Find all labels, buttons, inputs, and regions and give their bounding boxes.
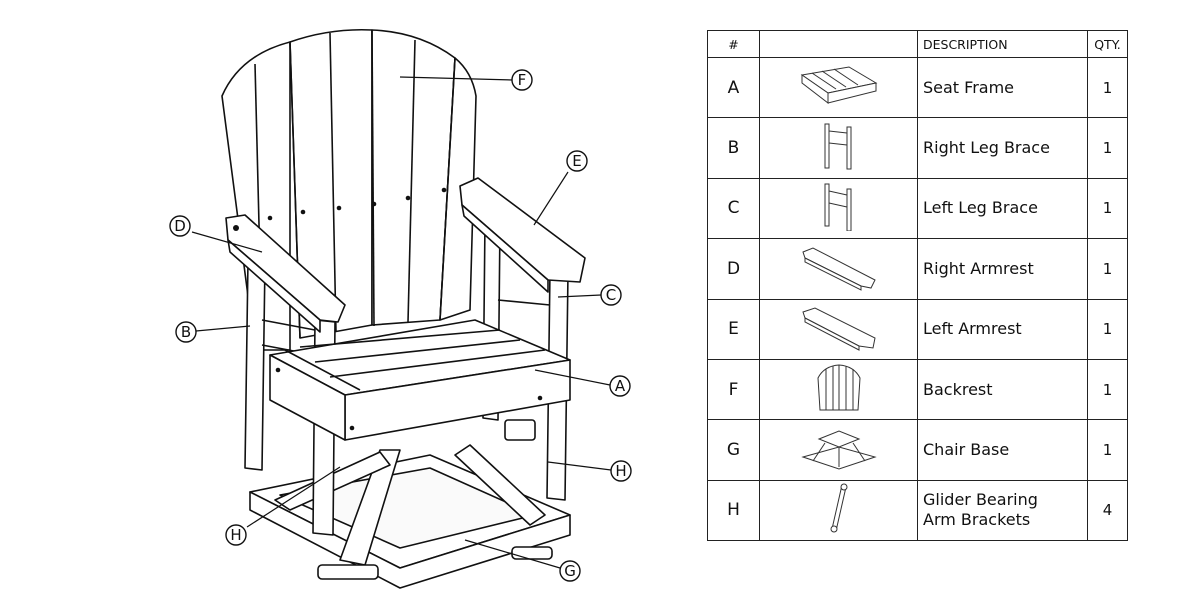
svg-text:G: G xyxy=(564,562,576,580)
right-armrest-drawing xyxy=(225,214,346,333)
chair-base-drawing xyxy=(249,444,571,589)
part-description: Backrest xyxy=(917,358,1088,421)
header-number: # xyxy=(707,30,760,58)
svg-text:B: B xyxy=(181,323,191,341)
glider-bracket-thumbnail xyxy=(759,479,918,542)
part-id: C xyxy=(707,177,760,240)
part-description: Seat Frame xyxy=(917,56,1088,119)
callout-f: F xyxy=(511,69,533,91)
part-quantity: 1 xyxy=(1087,117,1128,179)
seat-frame-drawing xyxy=(269,319,571,441)
part-description: Right Leg Brace xyxy=(917,117,1088,179)
table-header-row: # DESCRIPTION QTY. xyxy=(707,30,1128,58)
svg-text:D: D xyxy=(174,217,186,235)
part-quantity: 1 xyxy=(1087,238,1128,300)
part-quantity: 1 xyxy=(1087,298,1128,360)
header-qty: QTY. xyxy=(1087,30,1128,58)
svg-text:H: H xyxy=(615,462,626,480)
svg-text:E: E xyxy=(572,152,581,170)
callout-c: C xyxy=(600,284,622,306)
svg-text:A: A xyxy=(615,377,626,395)
callout-h: H xyxy=(610,460,632,482)
part-id: B xyxy=(707,117,760,179)
left-leg-brace-thumbnail xyxy=(759,177,918,240)
part-quantity: 1 xyxy=(1087,419,1128,481)
part-description: Right Armrest xyxy=(917,238,1088,300)
seat-frame-thumbnail xyxy=(759,56,918,119)
callout-labels: A B C D E F G H H xyxy=(169,69,632,582)
callout-g: G xyxy=(559,560,581,582)
right-leg-brace-thumbnail xyxy=(759,117,918,179)
header-image xyxy=(759,30,918,58)
part-id: G xyxy=(707,419,760,481)
header-description: DESCRIPTION xyxy=(917,30,1088,58)
part-id: E xyxy=(707,298,760,360)
part-quantity: 1 xyxy=(1087,358,1128,421)
part-description: Left Armrest xyxy=(917,298,1088,360)
part-quantity: 1 xyxy=(1087,56,1128,119)
callout-d: D xyxy=(169,215,191,237)
backrest-thumbnail xyxy=(759,358,918,421)
callout-b: B xyxy=(175,321,197,343)
part-id: A xyxy=(707,56,760,119)
part-id: H xyxy=(707,479,760,542)
right-armrest-thumbnail xyxy=(759,238,918,300)
left-armrest-drawing xyxy=(459,177,586,293)
part-description: Glider Bearing Arm Brackets xyxy=(917,479,1088,542)
part-description: Chair Base xyxy=(917,419,1088,481)
left-armrest-thumbnail xyxy=(759,298,918,360)
callout-e: E xyxy=(566,150,588,172)
part-id: F xyxy=(707,358,760,421)
part-id: D xyxy=(707,238,760,300)
part-quantity: 1 xyxy=(1087,177,1128,240)
part-quantity: 4 xyxy=(1087,479,1128,542)
chair-diagram: A B C D E F G H H xyxy=(169,28,632,589)
chair-base-thumbnail xyxy=(759,419,918,481)
svg-text:F: F xyxy=(518,71,527,89)
part-description: Left Leg Brace xyxy=(917,177,1088,240)
callout-a: A xyxy=(609,375,631,397)
svg-text:H: H xyxy=(230,526,241,544)
svg-text:C: C xyxy=(606,286,616,304)
callout-h: H xyxy=(225,524,247,546)
